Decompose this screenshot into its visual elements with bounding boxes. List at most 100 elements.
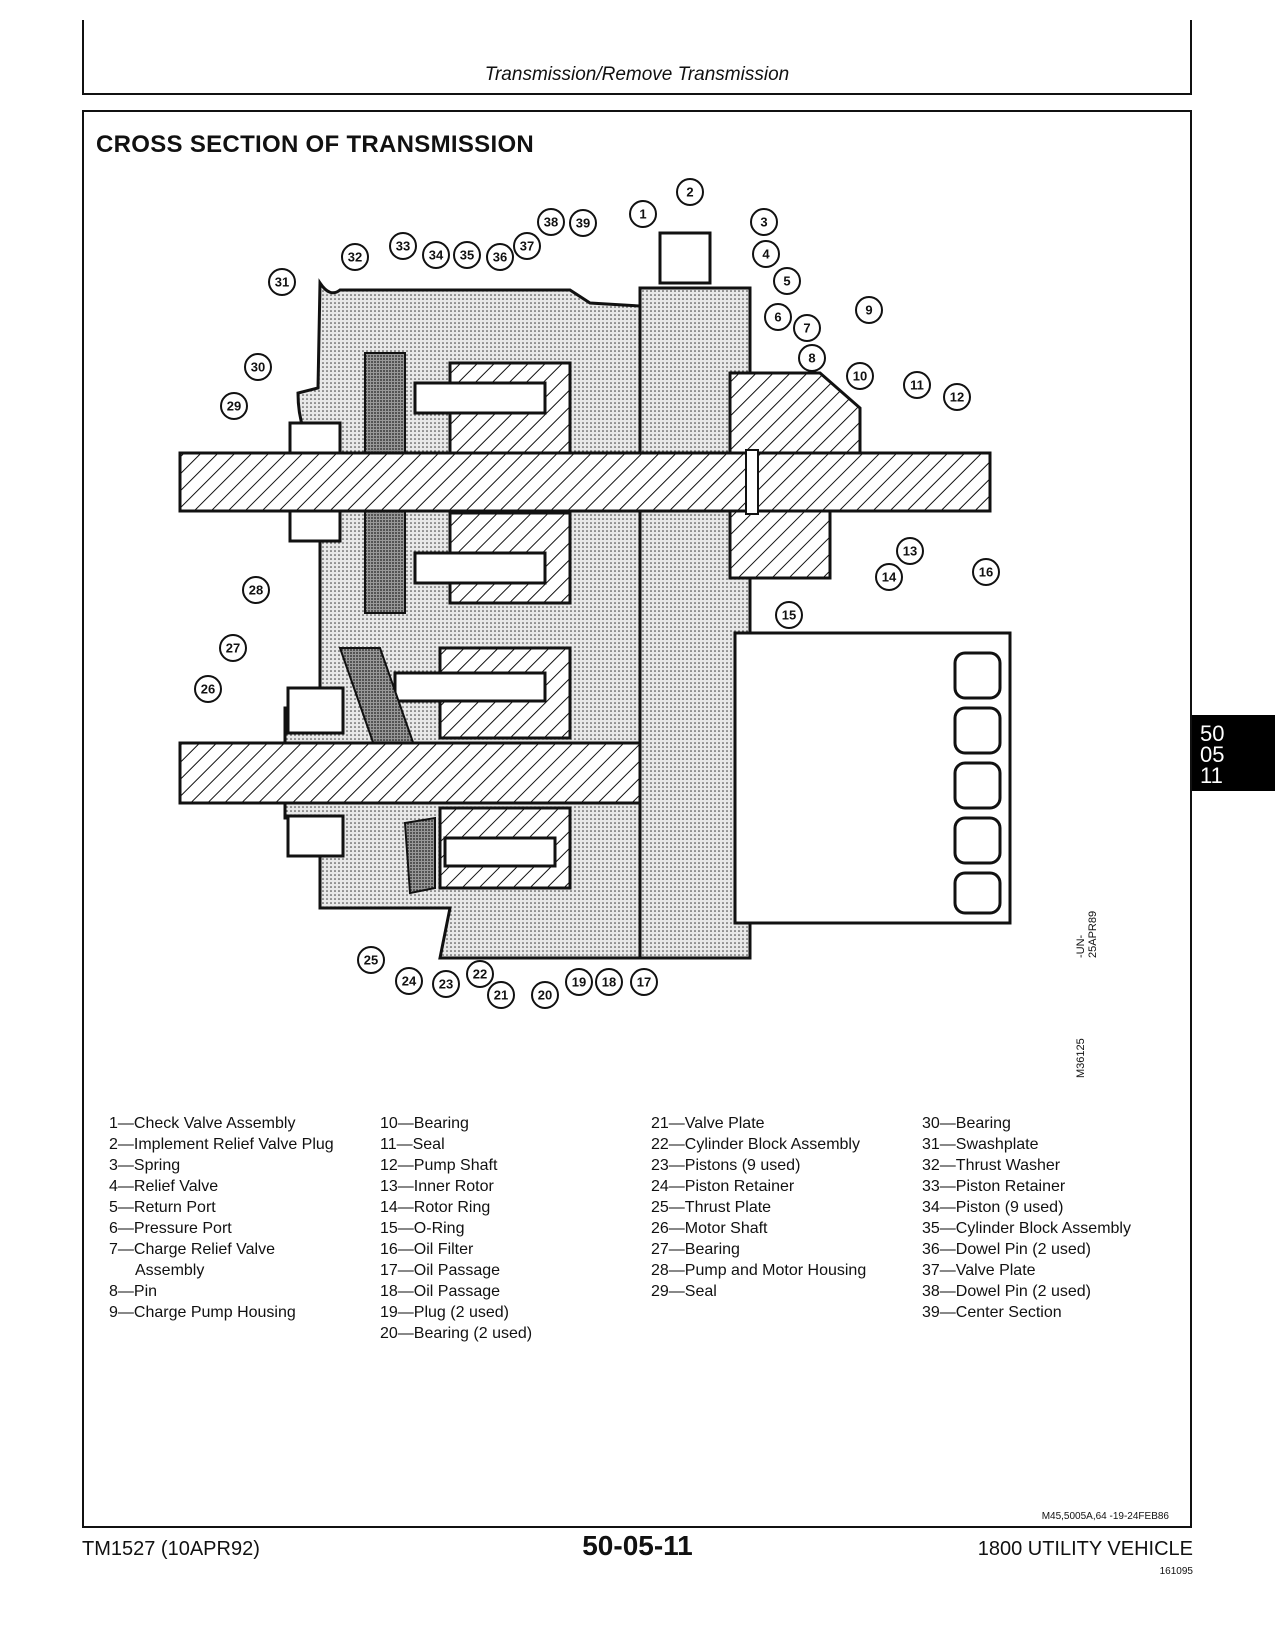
svg-text:7: 7	[803, 321, 810, 336]
side-tab-line: 50	[1200, 721, 1225, 746]
legend-item: 12—Pump Shaft	[380, 1157, 498, 1174]
legend-item: 16—Oil Filter	[380, 1241, 474, 1258]
legend-item: 23—Pistons (9 used)	[651, 1157, 801, 1174]
svg-text:26: 26	[201, 682, 215, 697]
legend-item: 22—Cylinder Block Assembly	[651, 1136, 860, 1153]
legend-item: 39—Center Section	[922, 1304, 1062, 1321]
svg-text:32: 32	[348, 250, 362, 265]
svg-text:29: 29	[227, 399, 241, 414]
svg-text:11: 11	[910, 378, 924, 393]
legend-item: 20—Bearing (2 used)	[380, 1325, 533, 1342]
footer-manual-id: TM1527 (10APR92)	[82, 1538, 260, 1560]
legend-column-2: 10—Bearing 11—Seal 12—Pump Shaft 13—Inne…	[380, 1113, 630, 1344]
svg-text:37: 37	[520, 239, 534, 254]
legend-item: 7—Charge Relief Valve Assembly	[109, 1241, 276, 1279]
legend-item: 10—Bearing	[380, 1115, 469, 1132]
footer-vehicle-name: 1800 UTILITY VEHICLE	[977, 1538, 1193, 1560]
svg-text:21: 21	[494, 988, 508, 1003]
legend-item: 28—Pump and Motor Housing	[651, 1262, 867, 1279]
svg-text:2: 2	[686, 185, 693, 200]
svg-text:27: 27	[226, 641, 240, 656]
footer-page-number: 50-05-11	[582, 1530, 693, 1561]
legend-item: 15—O-Ring	[380, 1220, 465, 1237]
footer-code: 161095	[1159, 1566, 1193, 1577]
legend-item: 19—Plug (2 used)	[380, 1304, 509, 1321]
svg-text:13: 13	[903, 544, 917, 559]
content-frame	[82, 110, 1192, 1528]
legend-item: 27—Bearing	[651, 1241, 740, 1258]
svg-text:9: 9	[865, 303, 872, 318]
header-title: Transmission/Remove Transmission	[484, 64, 790, 85]
svg-text:5: 5	[783, 274, 790, 289]
legend-item: 35—Cylinder Block Assembly	[922, 1220, 1131, 1237]
section-side-tab: 50 05 11	[1192, 715, 1275, 791]
legend-item: 18—Oil Passage	[380, 1283, 501, 1300]
legend-column-3: 21—Valve Plate 22—Cylinder Block Assembl…	[651, 1113, 911, 1302]
svg-text:14: 14	[882, 570, 897, 585]
legend-item: 32—Thrust Washer	[922, 1157, 1061, 1174]
reference-code: M45,5005A,64 -19-24FEB86	[1041, 1511, 1169, 1522]
legend-item: 1—Check Valve Assembly	[109, 1115, 296, 1132]
legend-item: 8—Pin	[109, 1283, 158, 1300]
legend-item: 33—Piston Retainer	[922, 1178, 1066, 1195]
legend-item: 31—Swashplate	[922, 1136, 1039, 1153]
legend-item: 34—Piston (9 used)	[922, 1199, 1064, 1216]
figure-id: M36125	[1075, 1038, 1087, 1078]
legend-item: 38—Dowel Pin (2 used)	[922, 1283, 1091, 1300]
svg-text:10: 10	[853, 369, 867, 384]
legend-item: 2—Implement Relief Valve Plug	[109, 1136, 334, 1153]
legend-item: 13—Inner Rotor	[380, 1178, 494, 1195]
legend-item: 24—Piston Retainer	[651, 1178, 795, 1195]
svg-text:20: 20	[538, 988, 552, 1003]
side-tab-line: 11	[1200, 763, 1223, 788]
svg-text:6: 6	[774, 310, 781, 325]
svg-text:12: 12	[950, 390, 964, 405]
svg-text:15: 15	[782, 608, 796, 623]
svg-text:24: 24	[402, 974, 417, 989]
svg-text:36: 36	[493, 250, 507, 265]
legend-item: 36—Dowel Pin (2 used)	[922, 1241, 1091, 1258]
svg-text:28: 28	[249, 583, 263, 598]
svg-text:33: 33	[396, 239, 410, 254]
legend-item: 26—Motor Shaft	[651, 1220, 768, 1237]
svg-text:3: 3	[760, 215, 767, 230]
svg-text:22: 22	[473, 967, 487, 982]
legend-item: 21—Valve Plate	[651, 1115, 765, 1132]
legend-item: 17—Oil Passage	[380, 1262, 501, 1279]
legend-item: 5—Return Port	[109, 1199, 216, 1216]
legend-item: 6—Pressure Port	[109, 1220, 232, 1237]
legend-column-1: 1—Check Valve Assembly 2—Implement Relie…	[109, 1113, 359, 1323]
legend-column-4: 30—Bearing 31—Swashplate 32—Thrust Washe…	[922, 1113, 1182, 1323]
svg-text:35: 35	[460, 248, 474, 263]
svg-text:16: 16	[979, 565, 993, 580]
figure-date-code: -UN-25APR89	[1075, 910, 1099, 958]
svg-text:23: 23	[439, 977, 453, 992]
legend-item: 4—Relief Valve	[109, 1178, 219, 1195]
svg-text:25: 25	[364, 953, 378, 968]
svg-text:8: 8	[808, 351, 815, 366]
svg-text:34: 34	[429, 248, 444, 263]
side-tab-line: 05	[1200, 742, 1225, 767]
svg-text:4: 4	[762, 247, 770, 262]
svg-text:19: 19	[572, 975, 586, 990]
svg-text:30: 30	[251, 360, 265, 375]
svg-text:39: 39	[576, 216, 590, 231]
legend-item: 14—Rotor Ring	[380, 1199, 491, 1216]
legend-item: 3—Spring	[109, 1157, 181, 1174]
legend-item: 9—Charge Pump Housing	[109, 1304, 296, 1321]
header-left-rule	[82, 20, 84, 94]
svg-text:38: 38	[544, 215, 558, 230]
svg-text:17: 17	[637, 975, 651, 990]
legend-item: 37—Valve Plate	[922, 1262, 1036, 1279]
svg-text:18: 18	[602, 975, 616, 990]
svg-text:31: 31	[275, 275, 289, 290]
legend-item: 29—Seal	[651, 1283, 717, 1300]
legend-item: 11—Seal	[380, 1136, 445, 1153]
header-bottom-rule	[82, 93, 1192, 95]
svg-text:1: 1	[639, 207, 646, 222]
legend-item: 30—Bearing	[922, 1115, 1011, 1132]
legend-item: 25—Thrust Plate	[651, 1199, 772, 1216]
section-title: CROSS SECTION OF TRANSMISSION	[96, 131, 535, 158]
header-right-rule	[1190, 20, 1192, 94]
